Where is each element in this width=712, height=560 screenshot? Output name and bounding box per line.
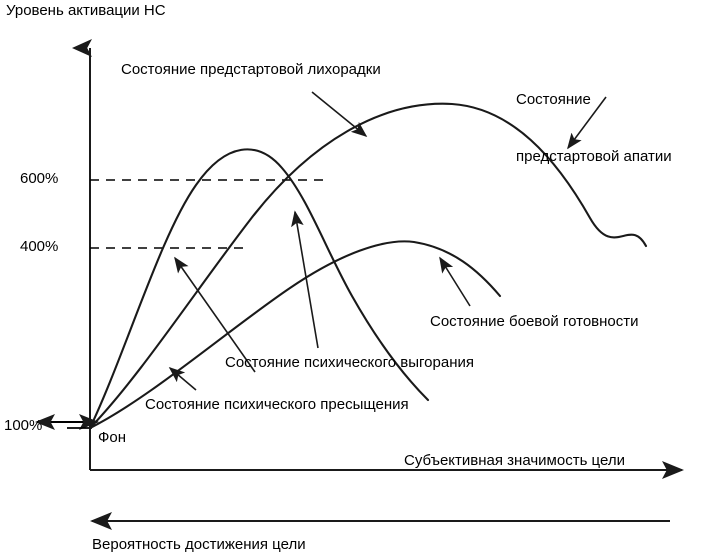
leader-fever: [311, 91, 368, 138]
y-axis-title: Уровень активации НС: [6, 2, 166, 19]
y-tick-label-400: 400%: [20, 238, 59, 255]
curve-prestart-apathy: [88, 102, 648, 430]
annotation-mental-burnout: Состояние психического выгорания: [225, 354, 474, 371]
annotation-prestart-fever: Состояние предстартовой лихорадки: [121, 61, 381, 78]
y-tick-label-600: 600%: [20, 170, 59, 187]
leader-readiness: [439, 256, 471, 307]
leader-satiation-b: [168, 366, 197, 391]
annotation-prestart-apathy-line2: предстартовой апатии: [516, 148, 672, 165]
y-tick-label-100: 100%: [4, 417, 43, 434]
annotation-prestart-apathy: Состояние предстартовой апатии: [516, 52, 706, 204]
annotation-combat-readiness: Состояние боевой готовности: [430, 313, 639, 330]
leader-burnout: [291, 210, 319, 349]
baseline-measure-arrow: [35, 414, 99, 430]
annotation-prestart-apathy-line1: Состояние: [516, 91, 591, 108]
leader-apathy: [567, 96, 607, 150]
x-axis-title: Субъективная значимость цели: [404, 452, 625, 469]
leader-satiation-a: [174, 256, 256, 373]
baseline-label: Фон: [98, 429, 127, 446]
curve-prestart-fever: [88, 148, 430, 430]
annotation-mental-satiation: Состояние психического пресыщения: [145, 396, 409, 413]
probability-axis-title: Вероятность достижения цели: [92, 536, 306, 553]
